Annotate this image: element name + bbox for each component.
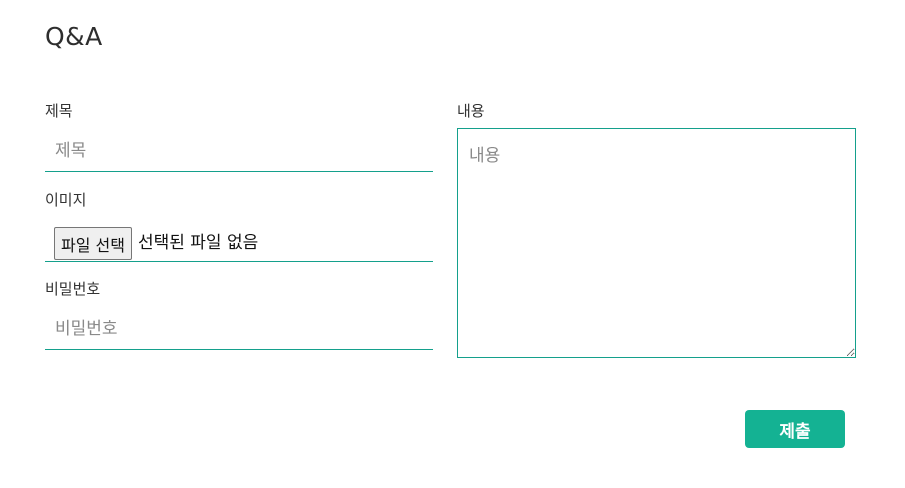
content-label: 내용 (457, 102, 485, 120)
title-input[interactable] (45, 130, 433, 172)
title-label: 제목 (45, 102, 73, 120)
page-title: Q&A (45, 22, 103, 51)
password-input[interactable] (45, 308, 433, 350)
image-label: 이미지 (45, 191, 87, 209)
file-status-text: 선택된 파일 없음 (137, 233, 259, 253)
image-file-input[interactable]: 파일 선택 선택된 파일 없음 (45, 220, 433, 262)
choose-file-button[interactable]: 파일 선택 (54, 227, 132, 260)
submit-button[interactable]: 제출 (745, 410, 845, 448)
password-label: 비밀번호 (45, 280, 101, 298)
content-textarea[interactable] (457, 128, 856, 358)
